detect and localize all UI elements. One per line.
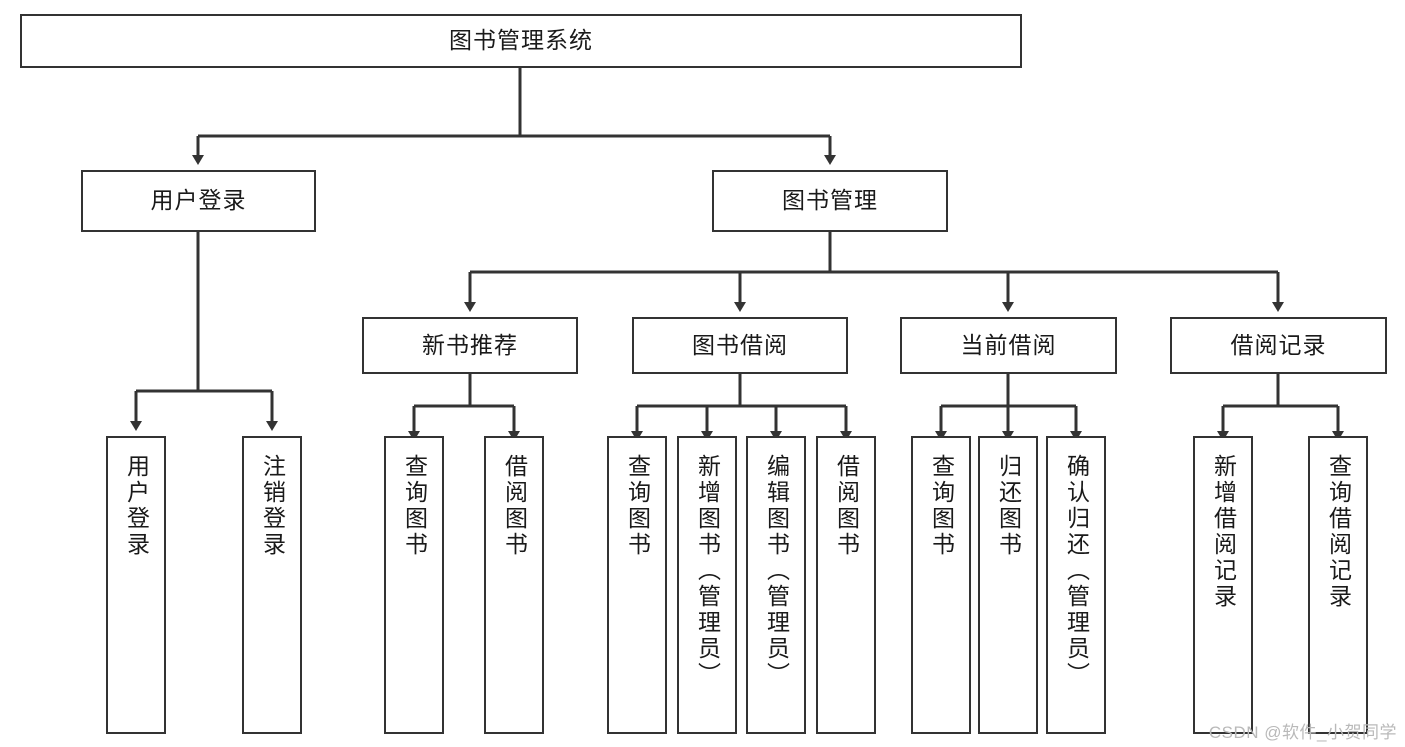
node-book-borrow[interactable]: 图书借阅 xyxy=(632,317,848,374)
leaf-borrow-query-book[interactable]: 查询图书 xyxy=(607,436,667,734)
node-label: 图书借阅 xyxy=(692,331,788,358)
leaf-current-query-book[interactable]: 查询图书 xyxy=(911,436,971,734)
node-label: 查询图书 xyxy=(928,454,955,558)
node-label: 借阅记录 xyxy=(1230,331,1327,358)
leaf-user-login-login[interactable]: 用户登录 xyxy=(106,436,166,734)
leaf-borrow-add-book-admin[interactable]: 新增图书（管理员） xyxy=(677,436,737,734)
node-label: 图书管理 xyxy=(782,187,878,214)
node-label: 借阅图书 xyxy=(833,454,860,558)
node-label: 用户登录 xyxy=(123,454,150,558)
node-label: 当前借阅 xyxy=(960,331,1057,358)
node-label: 注销登录 xyxy=(259,454,286,558)
leaf-borrow-edit-book-admin[interactable]: 编辑图书（管理员） xyxy=(746,436,806,734)
node-root-system[interactable]: 图书管理系统 xyxy=(20,14,1022,68)
leaf-borrow-borrow-book[interactable]: 借阅图书 xyxy=(816,436,876,734)
node-label: 查询图书 xyxy=(401,454,428,558)
node-label: 新增图书（管理员） xyxy=(694,454,721,688)
node-label: 新增借阅记录 xyxy=(1210,454,1237,610)
leaf-records-query-record[interactable]: 查询借阅记录 xyxy=(1308,436,1368,734)
node-label: 查询图书 xyxy=(624,454,651,558)
node-label: 用户登录 xyxy=(150,187,247,214)
leaf-recommend-borrow-book[interactable]: 借阅图书 xyxy=(484,436,544,734)
node-borrow-records[interactable]: 借阅记录 xyxy=(1170,317,1387,374)
node-label: 图书管理系统 xyxy=(449,27,593,54)
leaf-current-return-book[interactable]: 归还图书 xyxy=(978,436,1038,734)
leaf-current-confirm-return-admin[interactable]: 确认归还（管理员） xyxy=(1046,436,1106,734)
node-book-management[interactable]: 图书管理 xyxy=(712,170,948,232)
leaf-user-login-logout[interactable]: 注销登录 xyxy=(242,436,302,734)
csdn-watermark: CSDN @软件_小贺同学 xyxy=(1208,723,1397,742)
node-label: 查询借阅记录 xyxy=(1325,454,1352,610)
node-user-login[interactable]: 用户登录 xyxy=(81,170,316,232)
node-new-book-recommend[interactable]: 新书推荐 xyxy=(362,317,578,374)
node-label: 新书推荐 xyxy=(422,331,518,358)
node-label: 归还图书 xyxy=(995,454,1022,558)
node-current-borrow[interactable]: 当前借阅 xyxy=(900,317,1117,374)
leaf-records-add-record[interactable]: 新增借阅记录 xyxy=(1193,436,1253,734)
node-label: 编辑图书（管理员） xyxy=(763,454,790,688)
leaf-recommend-query-book[interactable]: 查询图书 xyxy=(384,436,444,734)
node-label: 确认归还（管理员） xyxy=(1063,454,1090,688)
node-label: 借阅图书 xyxy=(501,454,528,558)
